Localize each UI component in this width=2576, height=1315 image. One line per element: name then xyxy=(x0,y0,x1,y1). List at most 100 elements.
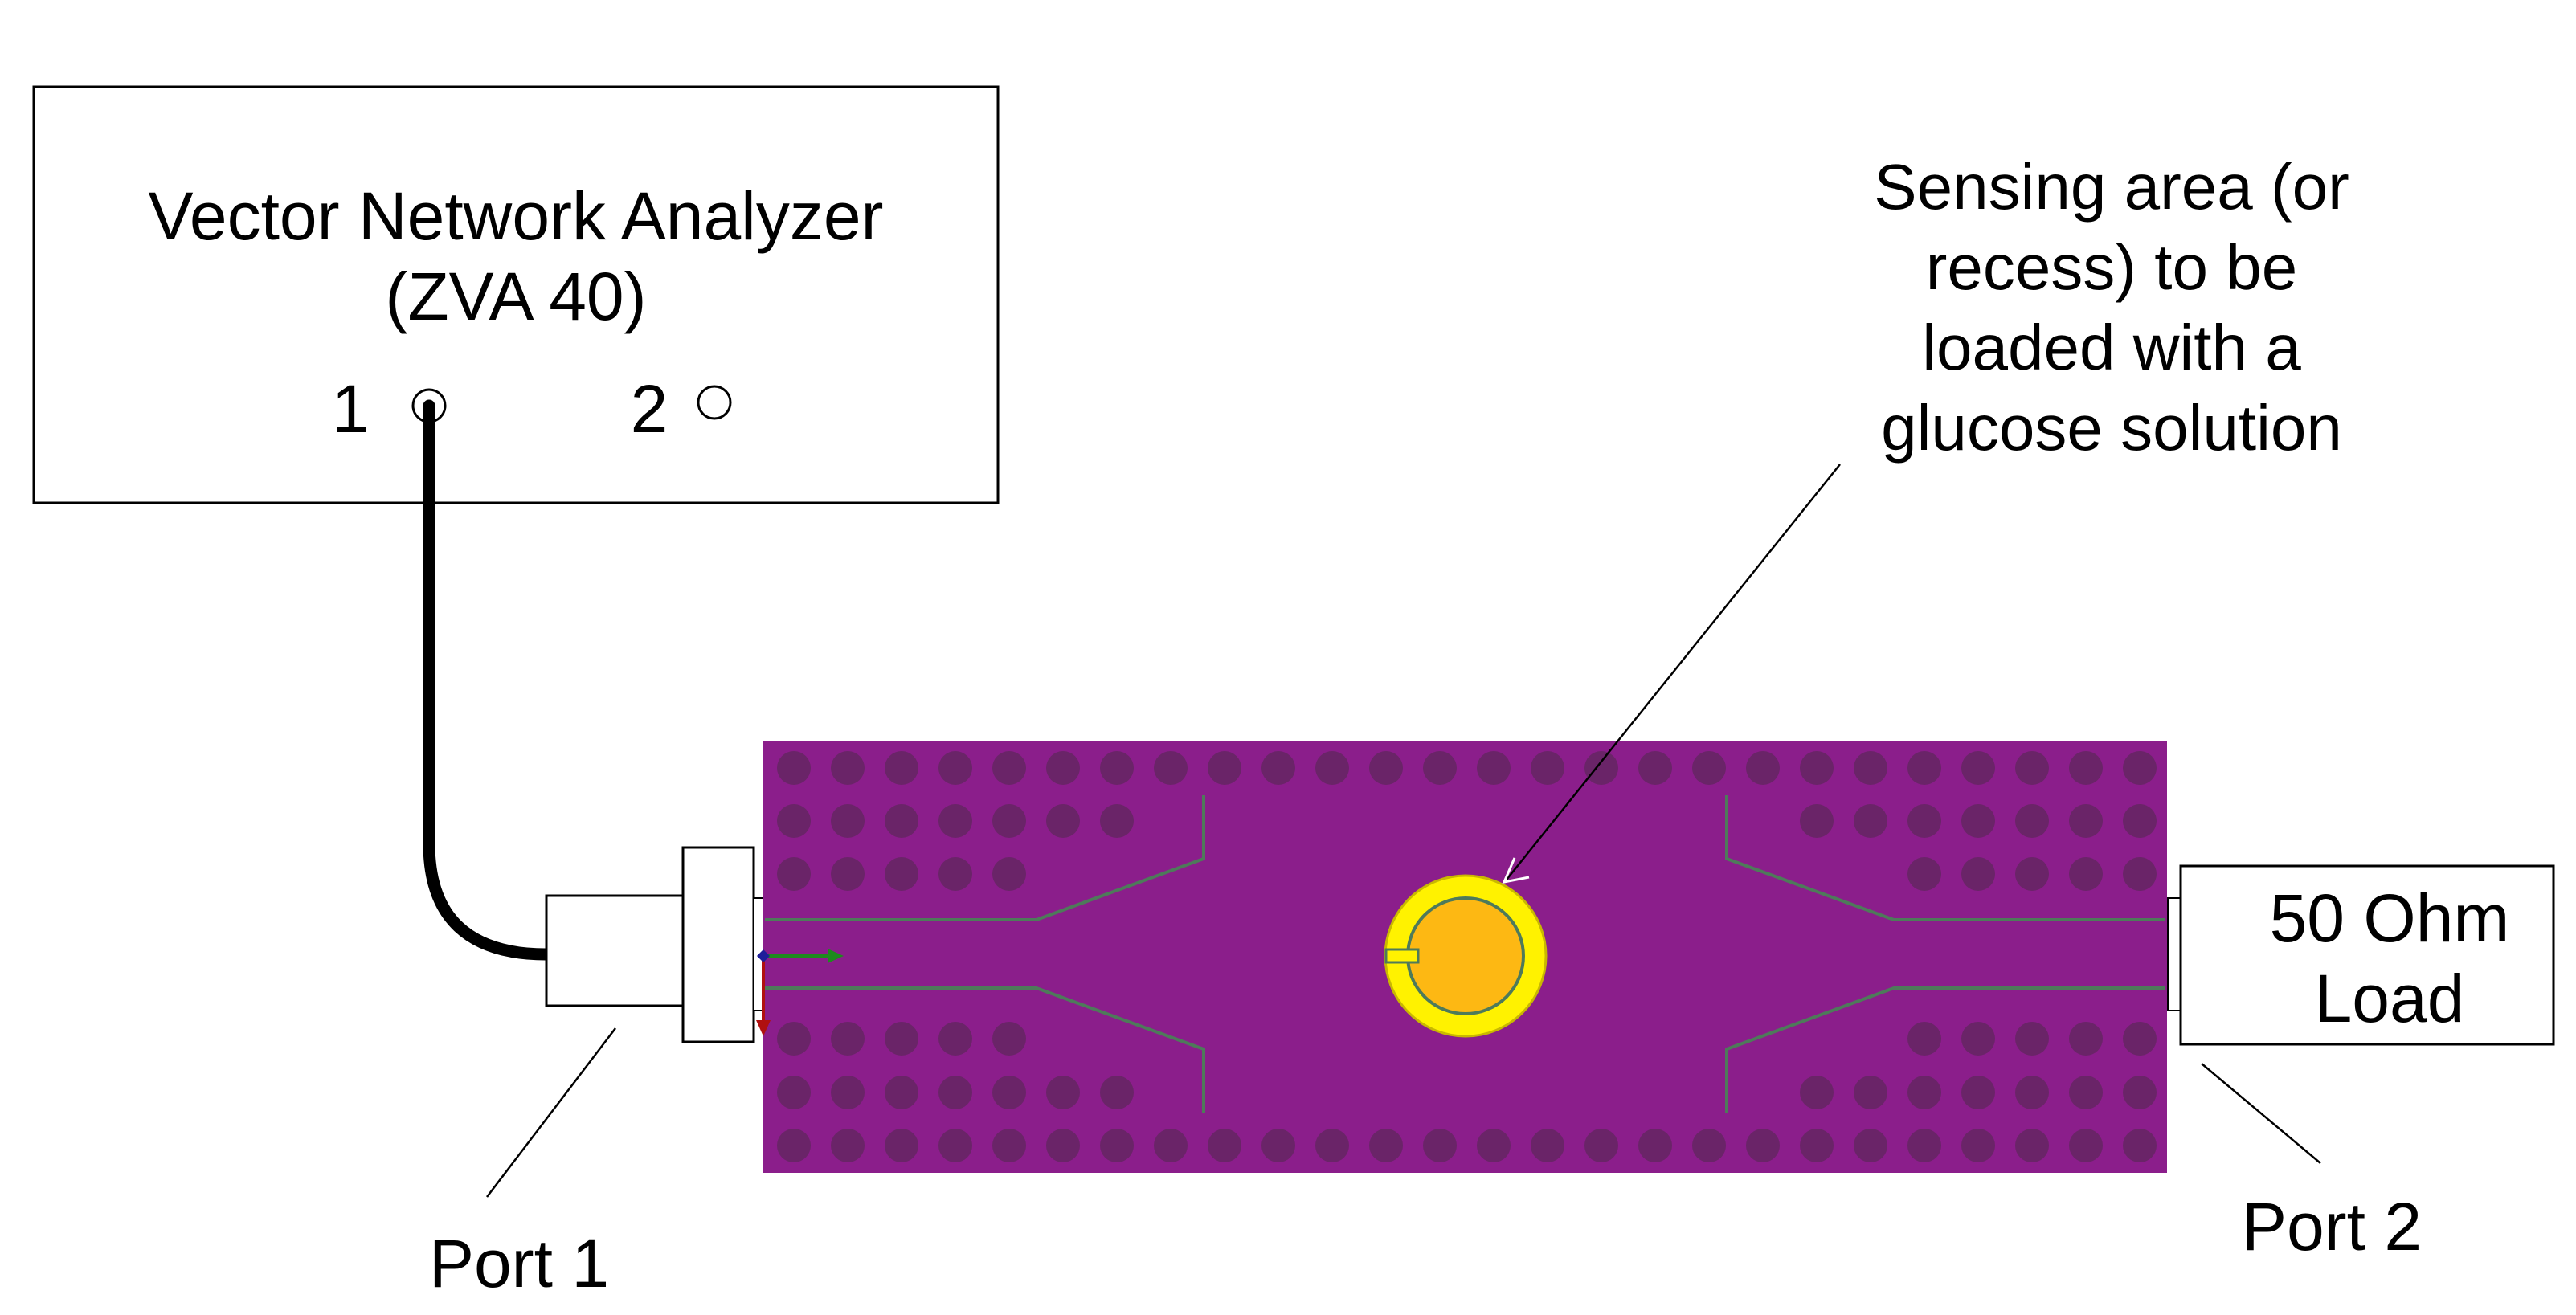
via xyxy=(1100,804,1134,838)
via xyxy=(992,751,1026,785)
via xyxy=(831,1129,865,1162)
via-array xyxy=(777,751,2157,1162)
via xyxy=(1692,751,1726,785)
cpw-traces xyxy=(765,795,2165,1113)
load-label-line1: 50 Ohm xyxy=(2270,880,2510,956)
via xyxy=(2123,751,2157,785)
via xyxy=(992,1022,1026,1056)
load-pin xyxy=(2167,897,2181,1011)
via xyxy=(2069,1022,2103,1056)
via xyxy=(992,1076,1026,1109)
via xyxy=(1800,1076,1834,1109)
via xyxy=(2015,857,2049,891)
via xyxy=(1261,751,1295,785)
via xyxy=(1907,857,1941,891)
load-label-line2: Load xyxy=(2315,961,2465,1036)
via xyxy=(938,751,972,785)
vna-box xyxy=(32,85,1000,504)
via xyxy=(1907,1076,1941,1109)
connector-body xyxy=(545,894,685,1007)
sensing-pad xyxy=(1406,896,1525,1015)
slot-top-right xyxy=(1725,795,2165,921)
connector-flange xyxy=(681,846,755,1043)
via xyxy=(1638,751,1672,785)
port1-leader-line xyxy=(486,1027,616,1198)
via xyxy=(1100,1129,1134,1162)
via xyxy=(831,1076,865,1109)
slot-top-left xyxy=(765,795,1205,921)
via xyxy=(1100,751,1134,785)
via xyxy=(1638,1129,1672,1162)
vna-model: (ZVA 40) xyxy=(385,259,646,334)
via xyxy=(885,1076,918,1109)
via xyxy=(938,1129,972,1162)
via xyxy=(2069,1129,2103,1162)
via xyxy=(1423,1129,1457,1162)
coax-cable xyxy=(423,399,553,961)
via xyxy=(2015,1076,2049,1109)
via xyxy=(1100,1076,1134,1109)
vna-port2-label: 2 xyxy=(631,371,669,447)
via xyxy=(2069,1076,2103,1109)
via xyxy=(1907,1129,1941,1162)
annotation-line-2: recess) to be xyxy=(1926,231,2297,303)
ring-gap xyxy=(1384,948,1420,964)
via xyxy=(2015,1022,2049,1056)
via xyxy=(1961,751,1995,785)
via xyxy=(777,1076,811,1109)
via xyxy=(1961,1129,1995,1162)
via xyxy=(1477,1129,1511,1162)
port2-leader-line xyxy=(2201,1063,2321,1164)
annotation-leader-line xyxy=(1506,464,1841,880)
via xyxy=(1692,1129,1726,1162)
via xyxy=(2069,857,2103,891)
via xyxy=(2123,804,2157,838)
via xyxy=(2069,804,2103,838)
load-termination: 50 Ohm Load xyxy=(2167,864,2555,1046)
via xyxy=(885,804,918,838)
via xyxy=(1531,751,1564,785)
via xyxy=(885,1129,918,1162)
via xyxy=(831,857,865,891)
sensing-annotation: Sensing area (or recess) to be loaded wi… xyxy=(1502,151,2349,884)
via xyxy=(1261,1129,1295,1162)
sensor-board xyxy=(756,741,2167,1173)
via xyxy=(1907,751,1941,785)
via xyxy=(2123,1129,2157,1162)
slot-bottom-right xyxy=(1725,986,2165,1113)
via xyxy=(831,804,865,838)
via xyxy=(1154,1129,1188,1162)
via xyxy=(1046,1129,1080,1162)
via xyxy=(1584,751,1618,785)
via xyxy=(2123,1076,2157,1109)
via xyxy=(1046,804,1080,838)
via xyxy=(938,1076,972,1109)
via xyxy=(1046,1076,1080,1109)
via xyxy=(938,1022,972,1056)
via xyxy=(1369,751,1403,785)
via xyxy=(831,751,865,785)
via xyxy=(2069,751,2103,785)
via xyxy=(885,751,918,785)
via xyxy=(1531,1129,1564,1162)
via xyxy=(992,804,1026,838)
via xyxy=(1046,751,1080,785)
via xyxy=(1208,1129,1241,1162)
via xyxy=(885,1022,918,1056)
via xyxy=(1961,804,1995,838)
via xyxy=(777,857,811,891)
via xyxy=(1369,1129,1403,1162)
axis-origin xyxy=(757,949,770,962)
via xyxy=(992,857,1026,891)
via xyxy=(777,1129,811,1162)
port1-label: Port 1 xyxy=(429,1226,609,1301)
via xyxy=(1477,751,1511,785)
via xyxy=(1208,751,1241,785)
via xyxy=(1907,804,1941,838)
sensing-area xyxy=(1384,874,1548,1038)
via xyxy=(1584,1129,1618,1162)
via xyxy=(1746,751,1780,785)
vna-port1-label: 1 xyxy=(332,371,370,447)
via xyxy=(1854,804,1887,838)
